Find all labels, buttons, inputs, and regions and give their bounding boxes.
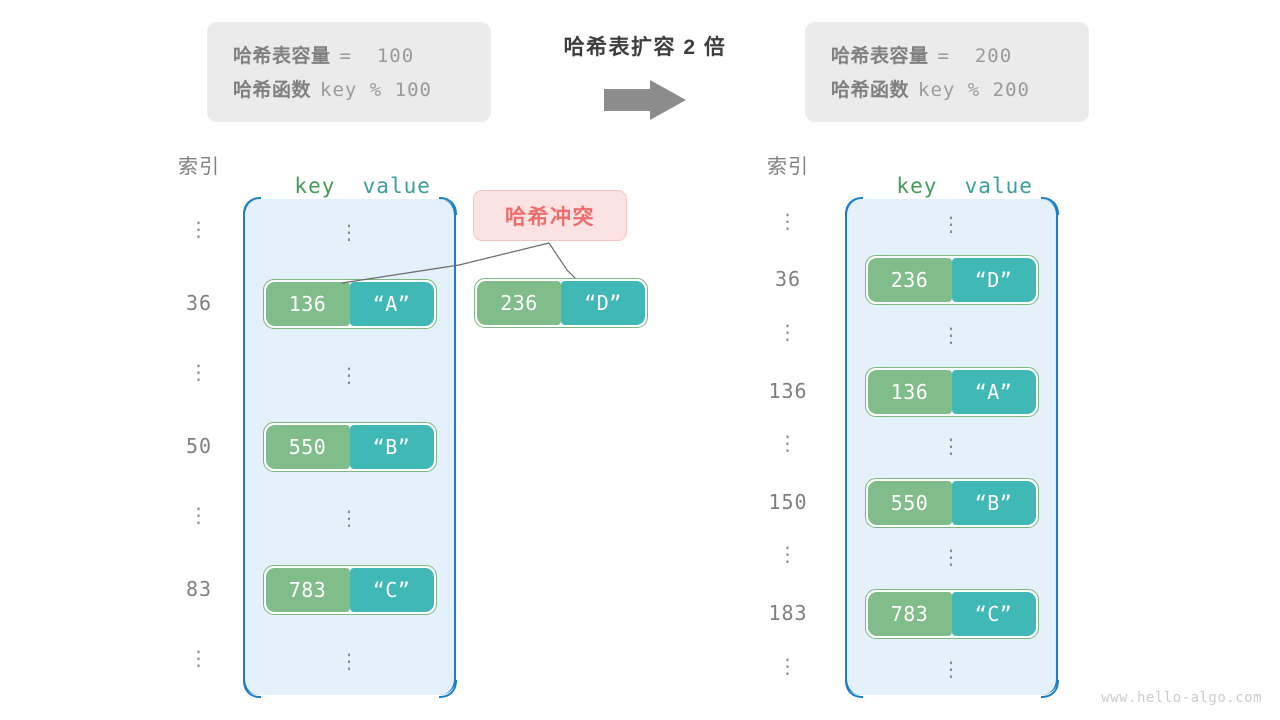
index-ellipsis: ⋮ bbox=[777, 210, 799, 233]
kv-pair-key: 236 bbox=[477, 281, 561, 325]
table-row: ⋮ bbox=[243, 209, 456, 257]
index-label: 150 bbox=[768, 489, 808, 514]
kv-pair-value: “B” bbox=[951, 480, 1036, 525]
index-label: 50 bbox=[185, 434, 213, 459]
right-capacity-value: = 200 bbox=[937, 44, 1013, 67]
kv-pair-key: 136 bbox=[265, 282, 350, 327]
table-row: 783“C” bbox=[243, 565, 456, 616]
left-key-header: key bbox=[294, 174, 336, 198]
table-row: ⋮ bbox=[845, 201, 1058, 249]
left-capacity-line: 哈希表容量 = 100 bbox=[233, 41, 465, 68]
left-function-value: key % 100 bbox=[320, 78, 432, 101]
kv-pair-key: 136 bbox=[867, 369, 952, 414]
kv-pair-value: “B” bbox=[349, 425, 434, 470]
table-row: 136“A” bbox=[845, 366, 1058, 417]
kv-pair-key: 550 bbox=[867, 480, 952, 525]
right-capacity-line: 哈希表容量 = 200 bbox=[831, 41, 1063, 68]
kv-pair-value: “C” bbox=[951, 592, 1036, 636]
kv-pair-value: “D” bbox=[561, 281, 645, 325]
right-kv-header: key value bbox=[841, 150, 1061, 198]
kv-pair-36: 136“A” bbox=[262, 279, 437, 330]
index-ellipsis: ⋮ bbox=[188, 504, 210, 527]
left-kv-header: key value bbox=[239, 150, 459, 198]
colliding-entry: 236“D” bbox=[474, 278, 648, 328]
right-function-label: 哈希函数 bbox=[831, 79, 910, 101]
row-ellipsis: ⋮ bbox=[941, 436, 962, 459]
left-capacity-value: = 100 bbox=[339, 44, 415, 67]
kv-pair-key: 783 bbox=[867, 592, 952, 636]
left-function-line: 哈希函数 key % 100 bbox=[233, 75, 465, 102]
index-ellipsis: ⋮ bbox=[777, 655, 799, 678]
left-function-label: 哈希函数 bbox=[233, 79, 312, 101]
table-row: 550“B” bbox=[243, 422, 456, 473]
right-arrow-icon bbox=[600, 78, 690, 122]
index-ellipsis: ⋮ bbox=[777, 433, 799, 456]
index-label: 183 bbox=[768, 601, 808, 625]
row-ellipsis: ⋮ bbox=[339, 364, 360, 387]
kv-pair-collision: 236“D” bbox=[474, 278, 648, 328]
left-hash-config-box: 哈希表容量 = 100 哈希函数 key % 100 bbox=[207, 22, 491, 122]
index-label: 36 bbox=[185, 291, 213, 316]
table-row: ⋮ bbox=[845, 312, 1058, 360]
index-ellipsis: ⋮ bbox=[777, 322, 799, 344]
kv-pair-value: “A” bbox=[951, 369, 1036, 414]
index-ellipsis: ⋮ bbox=[188, 218, 210, 241]
left-value-header: value bbox=[362, 174, 431, 198]
kv-pair-key: 550 bbox=[265, 425, 350, 470]
kv-pair-36: 236“D” bbox=[864, 255, 1039, 306]
left-capacity-label: 哈希表容量 bbox=[233, 45, 331, 67]
row-ellipsis: ⋮ bbox=[339, 507, 360, 530]
left-index-header: 索引 bbox=[178, 156, 220, 178]
right-value-header: value bbox=[964, 174, 1033, 198]
kv-pair-value: “D” bbox=[951, 258, 1036, 303]
kv-pair-83: 783“C” bbox=[262, 565, 437, 616]
kv-pair-key: 783 bbox=[265, 568, 350, 613]
table-row: 236“D” bbox=[845, 255, 1058, 306]
right-function-value: key % 200 bbox=[918, 78, 1030, 101]
index-label: 36 bbox=[774, 267, 802, 292]
index-label: 83 bbox=[185, 577, 213, 602]
kv-pair-50: 550“B” bbox=[262, 422, 437, 473]
index-label: 136 bbox=[768, 378, 808, 403]
collision-badge: 哈希冲突 bbox=[473, 190, 627, 241]
transform-title: 哈希表扩容 2 倍 bbox=[563, 36, 727, 59]
kv-pair-150: 550“B” bbox=[864, 477, 1039, 528]
row-ellipsis: ⋮ bbox=[339, 650, 360, 673]
right-capacity-label: 哈希表容量 bbox=[831, 45, 929, 67]
table-row: 136“A” bbox=[243, 279, 456, 330]
kv-pair-key: 236 bbox=[867, 258, 952, 303]
table-row: ⋮ bbox=[845, 534, 1058, 582]
table-row: ⋮ bbox=[243, 495, 456, 543]
right-hash-config-box: 哈希表容量 = 200 哈希函数 key % 200 bbox=[805, 22, 1089, 122]
kv-pair-136: 136“A” bbox=[864, 366, 1039, 417]
right-key-header: key bbox=[896, 174, 938, 198]
table-row: ⋮ bbox=[243, 638, 456, 686]
index-ellipsis: ⋮ bbox=[777, 544, 799, 567]
row-ellipsis: ⋮ bbox=[339, 221, 360, 244]
kv-pair-183: 783“C” bbox=[864, 589, 1039, 639]
kv-pair-value: “C” bbox=[349, 568, 434, 613]
watermark: www.hello-algo.com bbox=[1101, 690, 1262, 706]
right-index-header: 索引 bbox=[767, 156, 809, 178]
right-function-line: 哈希函数 key % 200 bbox=[831, 75, 1063, 102]
table-row: ⋮ bbox=[243, 352, 456, 400]
table-row: 550“B” bbox=[845, 477, 1058, 528]
index-ellipsis: ⋮ bbox=[188, 361, 210, 384]
table-row: 783“C” bbox=[845, 589, 1058, 639]
table-row: ⋮ bbox=[845, 423, 1058, 471]
kv-pair-value: “A” bbox=[349, 282, 434, 327]
row-ellipsis: ⋮ bbox=[941, 325, 962, 347]
row-ellipsis: ⋮ bbox=[941, 547, 962, 570]
table-row: ⋮ bbox=[845, 646, 1058, 694]
row-ellipsis: ⋮ bbox=[941, 213, 962, 236]
row-ellipsis: ⋮ bbox=[941, 658, 962, 681]
index-ellipsis: ⋮ bbox=[188, 647, 210, 670]
